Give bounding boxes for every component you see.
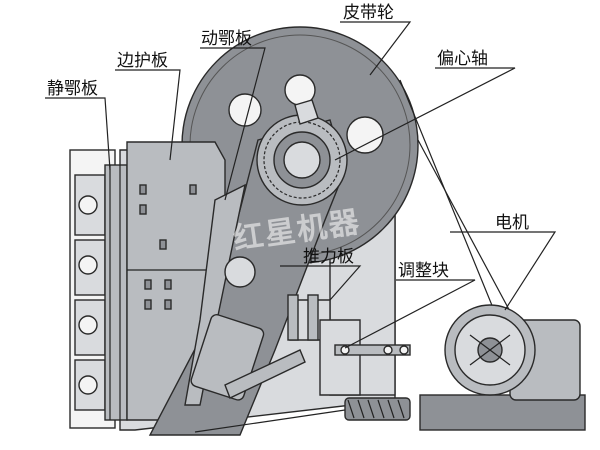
label-side-guard: 边护板 xyxy=(117,51,168,71)
labels: 皮带轮 动鄂板 边护板 偏心轴 静鄂板 电机 推力板 调整块 xyxy=(47,3,529,281)
eccentric-shaft xyxy=(256,99,348,206)
fixed-jaw-plate xyxy=(104,164,128,421)
tension-spring xyxy=(194,397,411,433)
label-fixed-jaw: 静鄂板 xyxy=(47,79,98,99)
label-motor: 电机 xyxy=(495,213,529,233)
motor xyxy=(419,304,586,431)
label-moving-jaw: 动鄂板 xyxy=(201,29,252,49)
drive-belt xyxy=(399,79,521,331)
leader-lines xyxy=(45,21,557,349)
label-eccentric-shaft: 偏心轴 xyxy=(437,49,488,69)
label-adjust-block: 调整块 xyxy=(398,261,449,281)
label-toggle-plate: 推力板 xyxy=(303,247,354,267)
toggle-assembly xyxy=(224,294,411,399)
label-pulley: 皮带轮 xyxy=(343,3,394,23)
